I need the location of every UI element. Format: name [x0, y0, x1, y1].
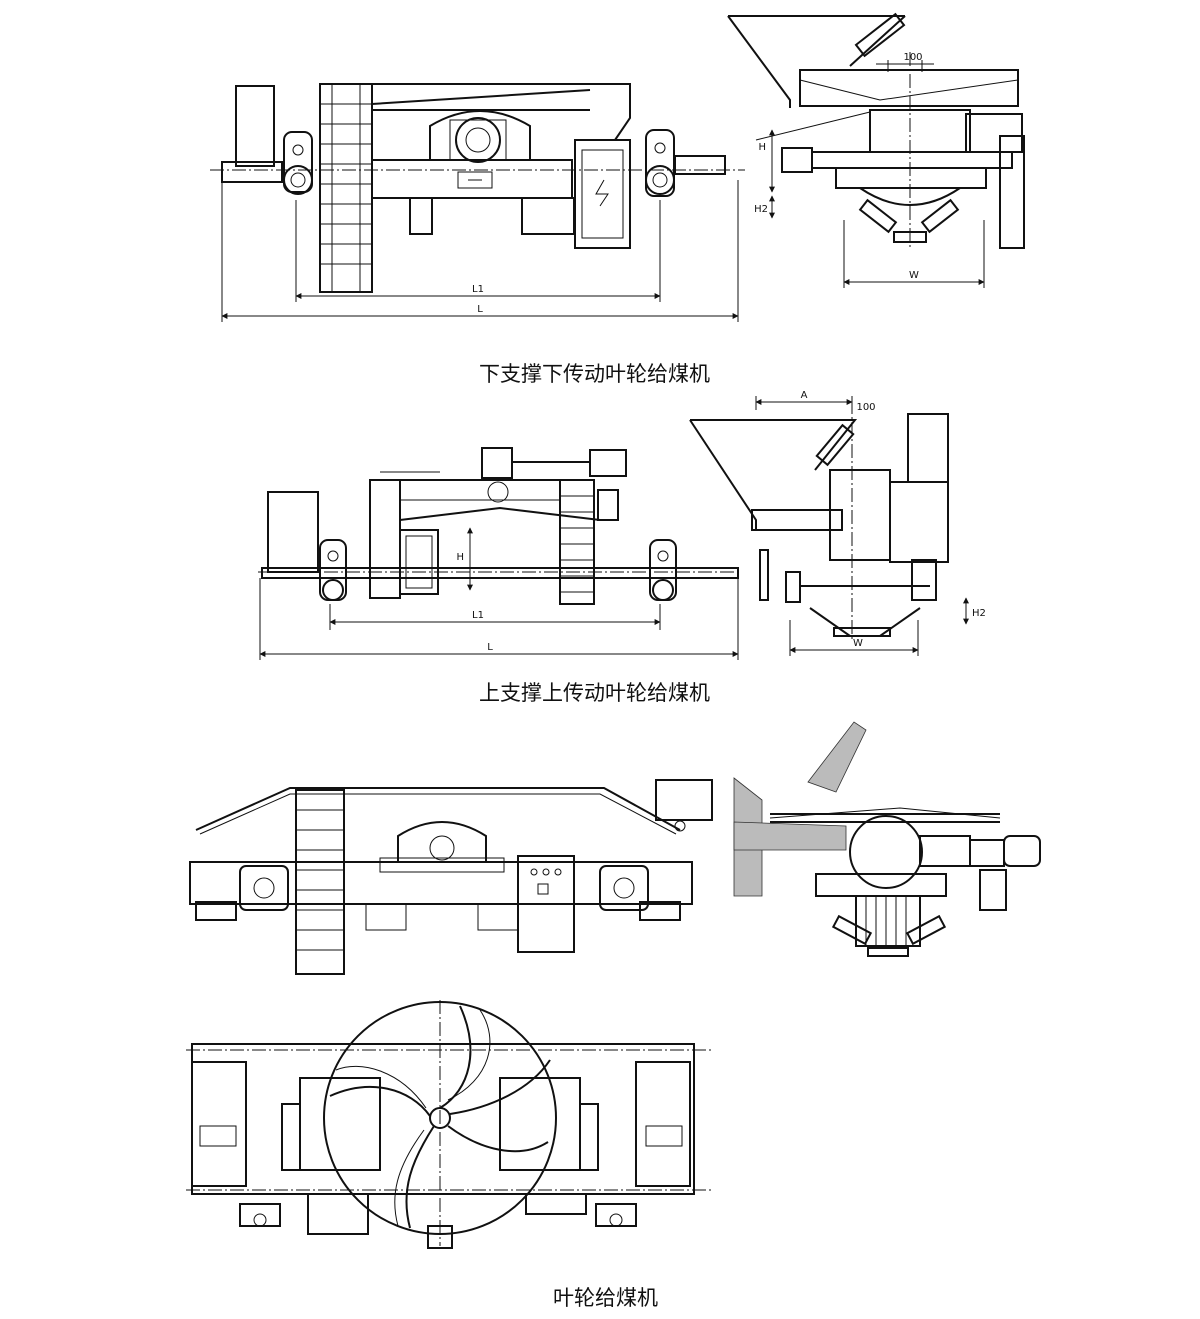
- impeller: [323, 1001, 557, 1249]
- caption-fig3: 叶轮给煤机: [553, 1286, 658, 1310]
- fig1-dim-W: W: [909, 270, 919, 281]
- fig1-dim-100: 100: [903, 52, 922, 63]
- fig3-end-view: [733, 721, 1041, 957]
- caption-fig1: 下支撑下传动叶轮给煤机: [479, 362, 710, 386]
- fig1-ladder-rungs: [320, 84, 372, 292]
- fig2-dim-A: A: [801, 390, 808, 401]
- fig2-dim-L1: L1: [472, 610, 484, 621]
- fig3-side-view: [189, 779, 713, 975]
- fig1-dim-H: H: [758, 142, 766, 153]
- fig2-dim-H2: H2: [972, 608, 986, 619]
- fig2-dim-H: H: [456, 552, 464, 563]
- fig4-plan-view: [186, 1000, 712, 1249]
- fig1-dim-L: L: [477, 304, 483, 315]
- fig2-end-view: A 100 H2 W: [689, 390, 986, 656]
- fig2-side-view: H L1 L: [258, 447, 739, 660]
- fig1-side-view: L1 L: [210, 83, 745, 322]
- fig2-dim-100: 100: [856, 402, 875, 413]
- fig2-dim-W: W: [853, 638, 863, 649]
- fig1-end-view: 100 H H2 W: [727, 12, 1025, 288]
- fig2-dim-L: L: [487, 642, 493, 653]
- fig1-dim-H2: H2: [754, 204, 768, 215]
- fig1-dim-L1: L1: [472, 284, 484, 295]
- caption-fig2: 上支撑上传动叶轮给煤机: [479, 681, 710, 705]
